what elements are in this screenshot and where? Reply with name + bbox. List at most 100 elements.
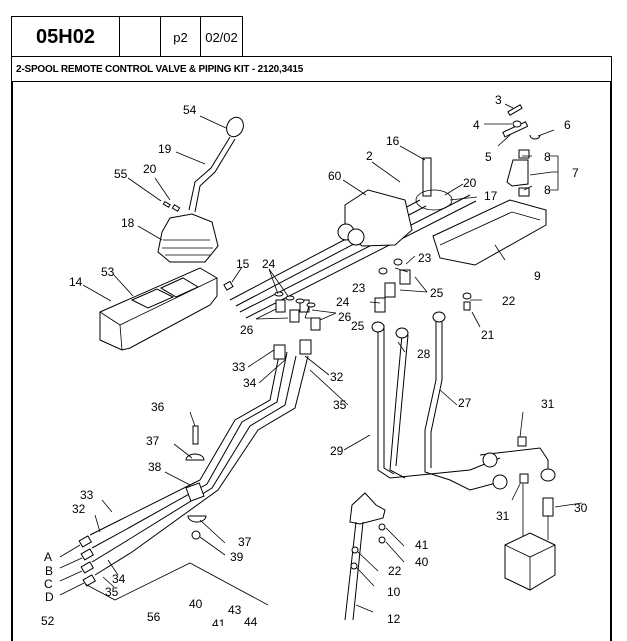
callout-60: 60 xyxy=(328,169,342,183)
fitting-15 xyxy=(223,280,234,291)
callout-52: 52 xyxy=(41,614,55,626)
inset-outline xyxy=(84,562,269,606)
lever-rod xyxy=(188,136,231,211)
link-7 xyxy=(506,159,529,187)
nut-22b xyxy=(351,546,359,554)
callout-41-inset: 41 xyxy=(212,617,226,626)
valve-fittings xyxy=(274,258,411,331)
adapter-25a xyxy=(399,269,411,285)
callout-43: 43 xyxy=(228,603,242,617)
console-housing xyxy=(99,267,218,351)
callout-35-lower: 35 xyxy=(105,585,119,599)
lever-boot xyxy=(157,213,219,263)
washer-4 xyxy=(512,120,522,128)
adapter-26b xyxy=(289,309,300,323)
callout-55: 55 xyxy=(114,167,128,181)
callout-56: 56 xyxy=(147,610,161,624)
callout-22: 22 xyxy=(502,294,516,308)
callout-8-bottom: 8 xyxy=(544,183,551,197)
callout-6: 6 xyxy=(564,118,571,132)
pipe-bundle-left xyxy=(78,339,312,606)
callout-26-left: 26 xyxy=(240,323,254,337)
clamp-38 xyxy=(185,482,205,502)
port-label-D: D xyxy=(45,590,54,604)
pipe-28 xyxy=(389,334,406,479)
pipe-29 xyxy=(377,325,501,479)
callout-32-lower: 32 xyxy=(72,502,86,516)
pipe-27 xyxy=(424,315,501,491)
callout-39: 39 xyxy=(230,550,244,564)
nut-22 xyxy=(462,292,472,300)
callout-8-top: 8 xyxy=(544,150,551,164)
callout-15: 15 xyxy=(236,257,250,271)
lever-pin-16 xyxy=(422,157,432,197)
callout-20-valve: 20 xyxy=(463,176,477,190)
callout-30: 30 xyxy=(574,501,588,515)
callout-34-lower: 34 xyxy=(112,572,126,586)
lever-knob xyxy=(226,116,244,138)
callout-24-upper: 24 xyxy=(262,257,276,271)
callout-25-left: 25 xyxy=(351,319,365,333)
callout-26-right: 26 xyxy=(338,310,352,324)
console-plate xyxy=(130,288,175,309)
callout-21: 21 xyxy=(481,328,495,342)
callout-18: 18 xyxy=(121,216,135,230)
callout-27: 27 xyxy=(458,396,472,410)
callout-5: 5 xyxy=(485,150,492,164)
callout-38: 38 xyxy=(148,460,162,474)
callout-22-lower: 22 xyxy=(388,564,402,578)
elbow-31-bottom xyxy=(519,473,529,484)
callout-31-upper: 31 xyxy=(541,397,555,411)
callout-20: 20 xyxy=(143,162,157,176)
header-table: 05H02 p2 02/02 xyxy=(11,16,243,57)
sheet-number: 02/02 xyxy=(205,29,238,45)
pin-55 xyxy=(162,200,171,208)
pin-3 xyxy=(507,104,523,116)
callout-7: 7 xyxy=(572,166,579,180)
coupler-A xyxy=(78,535,93,548)
clamp-half-37-top xyxy=(185,453,205,461)
clamp-half-37-bottom xyxy=(187,515,207,523)
spring-20 xyxy=(171,204,181,212)
callout-28: 28 xyxy=(417,347,431,361)
pipe-bundle-right xyxy=(344,311,556,621)
callout-23-upper: 23 xyxy=(418,251,432,265)
adapter-26a xyxy=(275,299,286,313)
control-lever-assembly xyxy=(99,116,244,351)
bolt-10 xyxy=(350,562,358,570)
callout-33-lower: 33 xyxy=(80,488,94,502)
link-5 xyxy=(502,121,529,138)
mounting-bracket xyxy=(349,492,386,525)
spacer-8-top xyxy=(518,149,530,159)
callout-9: 9 xyxy=(534,269,541,283)
callout-34-upper: 34 xyxy=(243,376,257,390)
remote-valve-assembly xyxy=(229,104,547,319)
callout-54: 54 xyxy=(183,103,197,117)
port-label-B: B xyxy=(45,564,53,578)
spacer-8-bottom xyxy=(518,187,530,197)
adapter-30 xyxy=(542,497,554,517)
valve-pipe-run xyxy=(229,194,477,319)
adapter-25c xyxy=(374,297,386,313)
coupler-D xyxy=(82,574,97,587)
callout-31-lower: 31 xyxy=(496,509,510,523)
exploded-parts-diagram: 54 19 55 20 18 53 14 15 3 4 6 16 2 5 8 7… xyxy=(41,93,588,626)
callout-3: 3 xyxy=(495,93,502,107)
callout-14: 14 xyxy=(69,275,83,289)
callout-35-upper: 35 xyxy=(333,398,347,412)
callout-36: 36 xyxy=(151,400,165,414)
callout-labels: 54 19 55 20 18 53 14 15 3 4 6 16 2 5 8 7… xyxy=(41,93,588,626)
callout-10: 10 xyxy=(387,585,401,599)
elbow-31-top xyxy=(517,436,527,447)
callout-24-lower: 24 xyxy=(336,295,350,309)
diagram-code: 05H02 xyxy=(12,17,120,57)
nut-39 xyxy=(191,530,201,540)
port-label-A: A xyxy=(44,550,52,564)
coupler-C xyxy=(80,561,95,574)
callout-2: 2 xyxy=(366,149,373,163)
callout-23-lower: 23 xyxy=(352,281,366,295)
leader-lines xyxy=(59,103,583,613)
page-label: p2 xyxy=(161,17,201,57)
coupler-B xyxy=(80,548,95,561)
diagram-title: 2-SPOOL REMOTE CONTROL VALVE & PIPING KI… xyxy=(11,56,612,82)
